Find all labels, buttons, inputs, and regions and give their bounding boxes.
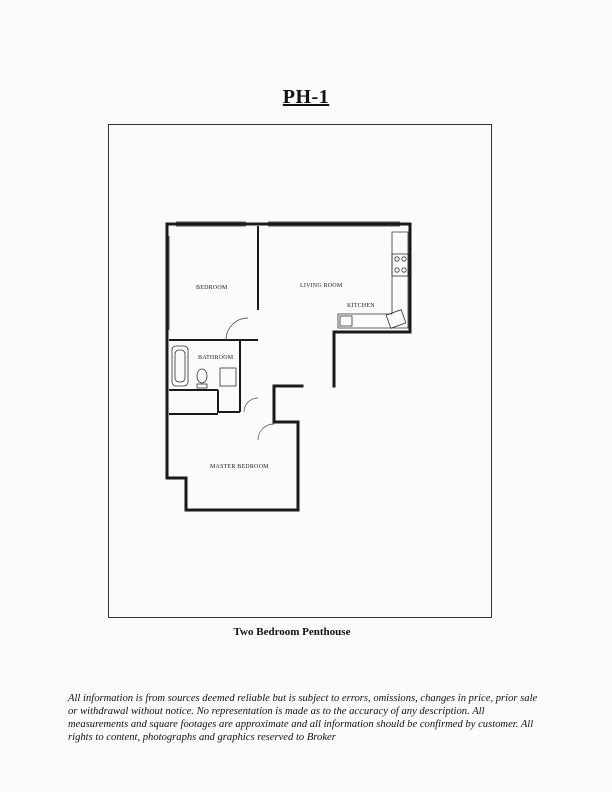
interior-walls — [169, 226, 259, 415]
bathroom-label: BATHROOM — [198, 355, 234, 361]
exterior-walls — [165, 222, 412, 512]
plan-caption: Two Bedroom Penthouse — [233, 626, 351, 638]
kitchen-fixtures — [337, 231, 409, 329]
kitchen-sink — [385, 309, 407, 329]
toilet — [196, 368, 208, 384]
bedroom-label: BEDROOM — [196, 285, 228, 291]
dishwasher — [339, 315, 353, 327]
closet-wall — [217, 390, 240, 413]
bathroom-fixtures — [171, 345, 237, 389]
page-title: PH-1 — [282, 86, 330, 108]
counter — [337, 231, 409, 329]
floorplan-frame — [108, 124, 492, 618]
doors — [225, 317, 275, 441]
disclaimer-text: All information is from sources deemed r… — [68, 693, 538, 743]
kitchen-label: KITCHEN — [347, 303, 375, 309]
windows — [168, 221, 400, 330]
sink — [219, 367, 237, 387]
master-left-lower — [165, 384, 304, 512]
bathtub — [171, 345, 189, 387]
master-bedroom-label: MASTER BEDROOM — [210, 464, 269, 470]
living-room-label: LIVING ROOM — [300, 283, 343, 289]
